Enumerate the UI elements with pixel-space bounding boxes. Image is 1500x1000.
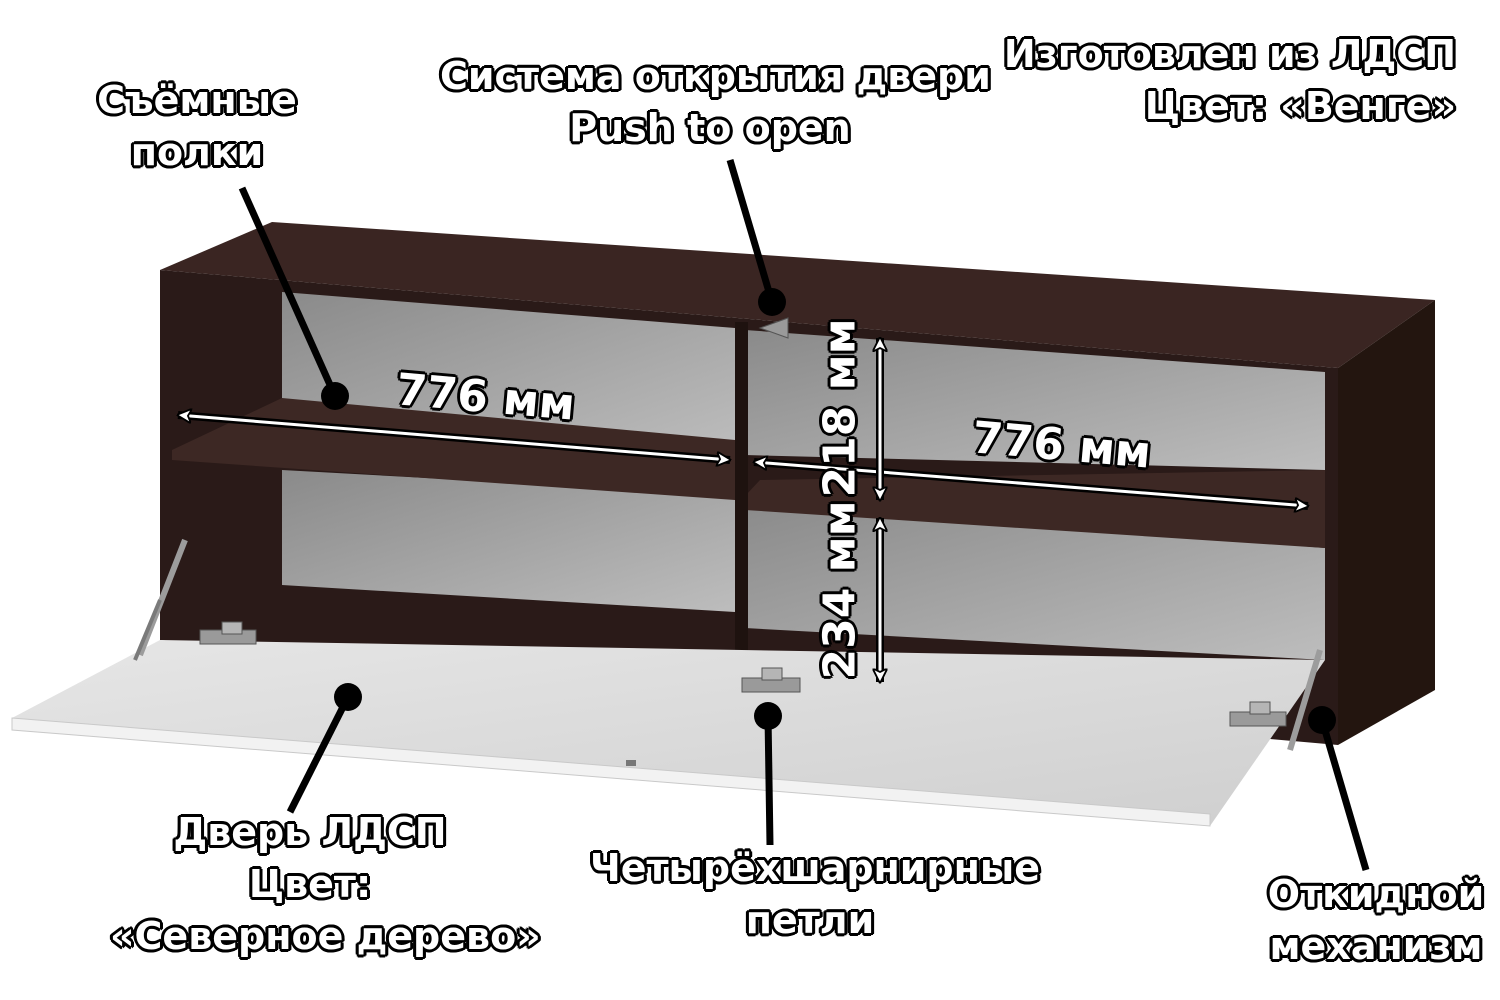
dimension-upper-height: 218 мм bbox=[814, 318, 866, 498]
hinges-line-1: Четырёхшарнирные bbox=[590, 846, 1041, 890]
opening-system-label: Система открытия двери Push to open bbox=[440, 50, 991, 154]
back-panel-upper-right bbox=[745, 330, 1325, 470]
callout-mechanism bbox=[1308, 706, 1370, 871]
mechanism-line-1: Откидной bbox=[1267, 872, 1485, 916]
back-panel-lower-left bbox=[282, 470, 735, 612]
opening-system-line-1: Система открытия двери bbox=[440, 54, 991, 98]
push-to-open-latch-icon bbox=[758, 317, 789, 339]
dimension-arrows bbox=[178, 338, 1308, 682]
door-panel bbox=[12, 640, 1325, 826]
callout-door bbox=[286, 683, 362, 814]
door-latch-icon bbox=[626, 760, 636, 766]
hinge-left-icon bbox=[199, 621, 257, 645]
center-divider bbox=[735, 322, 748, 680]
lift-mechanism-left-icon bbox=[133, 538, 188, 661]
hinges-line-2: петли bbox=[745, 898, 875, 942]
shelves-line-1: Съёмные bbox=[97, 78, 297, 122]
shelves-label: Съёмные полки bbox=[92, 74, 302, 178]
material-line-2: Цвет: «Венге» bbox=[1144, 84, 1456, 128]
hinge-right-icon bbox=[1229, 701, 1287, 727]
opening-system-line-2: Push to open bbox=[569, 106, 851, 150]
mechanism-label: Откидной механизм bbox=[1258, 868, 1494, 972]
material-line-1: Изготовлен из ЛДСП bbox=[1003, 32, 1456, 76]
door-line-3: «Северное дерево» bbox=[110, 914, 541, 958]
door-line-2: Цвет: bbox=[248, 862, 372, 906]
lift-mechanism-right-icon bbox=[1287, 649, 1323, 751]
shelves-line-2: полки bbox=[130, 130, 264, 174]
dimension-lower-height: 234 мм bbox=[814, 500, 866, 680]
callout-hinges bbox=[754, 702, 782, 846]
hinges-label: Четырёхшарнирные петли bbox=[590, 842, 1041, 946]
material-label: Изготовлен из ЛДСП Цвет: «Венге» bbox=[1004, 28, 1456, 132]
door-edge bbox=[11, 717, 1211, 827]
back-panel-lower-right bbox=[745, 500, 1325, 660]
hinge-center-icon bbox=[741, 667, 801, 693]
mechanism-line-2: механизм bbox=[1269, 924, 1483, 968]
callout-shelves bbox=[238, 186, 349, 410]
door-line-1: Дверь ЛДСП bbox=[173, 810, 447, 854]
door-label: Дверь ЛДСП Цвет: «Северное дерево» bbox=[110, 806, 541, 962]
callout-push-to-open bbox=[726, 159, 786, 316]
